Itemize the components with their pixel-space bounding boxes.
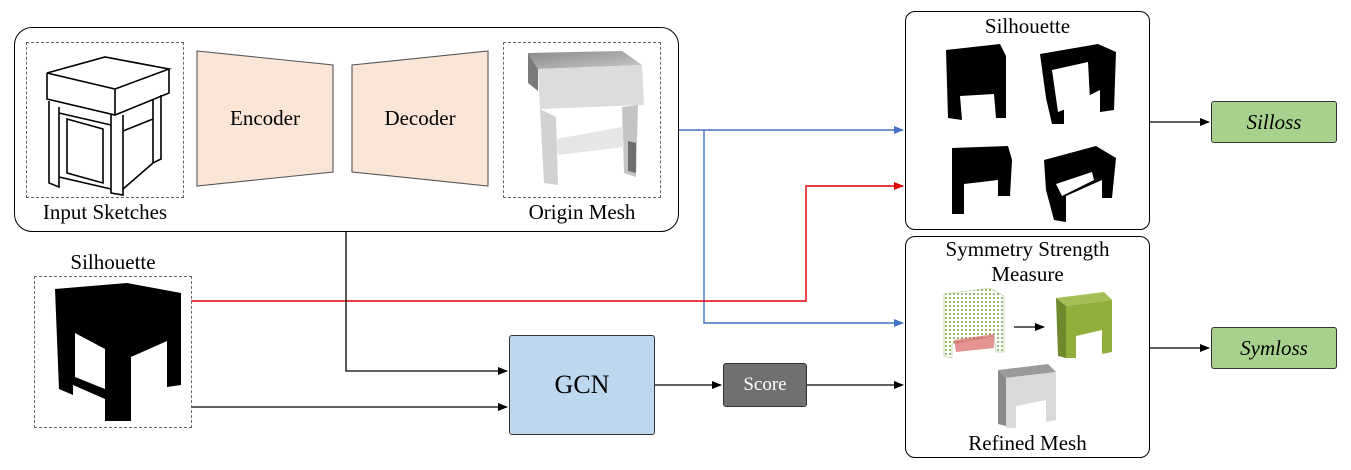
left-silhouette-image [55,283,181,421]
gcn-label: GCN [554,370,610,399]
blue-arrow-to-symmetry [703,130,904,327]
silhouette-panel-title: Silhouette [984,14,1071,38]
input-sketches-label: Input Sketches [42,200,168,224]
silloss-box: Silloss [1211,101,1337,143]
symmetry-title-line1: Symmetry Strength [945,237,1110,261]
encoder-label: Encoder [230,106,300,130]
origin-mesh-image [528,51,644,185]
red-arrow-to-silhouette [191,182,904,302]
origin-mesh-frame [503,42,661,198]
left-silhouette-label: Silhouette [70,250,156,274]
refined-mesh-label: Refined Mesh [968,431,1087,455]
decoder-label: Decoder [384,106,456,130]
input-sketch-frame [26,42,184,198]
silloss-label: Silloss [1246,109,1302,134]
score-block: Score [723,363,807,407]
left-silhouette-frame [34,276,192,428]
symmetry-title-line2: Measure [991,262,1064,286]
sketch-table-image [46,56,172,196]
symloss-box: Symloss [1211,327,1337,369]
symloss-label: Symloss [1240,335,1308,360]
arrow-panel-to-gcn [345,231,508,375]
score-label: Score [743,374,787,395]
gcn-block: GCN [509,335,655,435]
silhouette-panel [905,11,1150,230]
origin-mesh-label: Origin Mesh [528,200,636,224]
